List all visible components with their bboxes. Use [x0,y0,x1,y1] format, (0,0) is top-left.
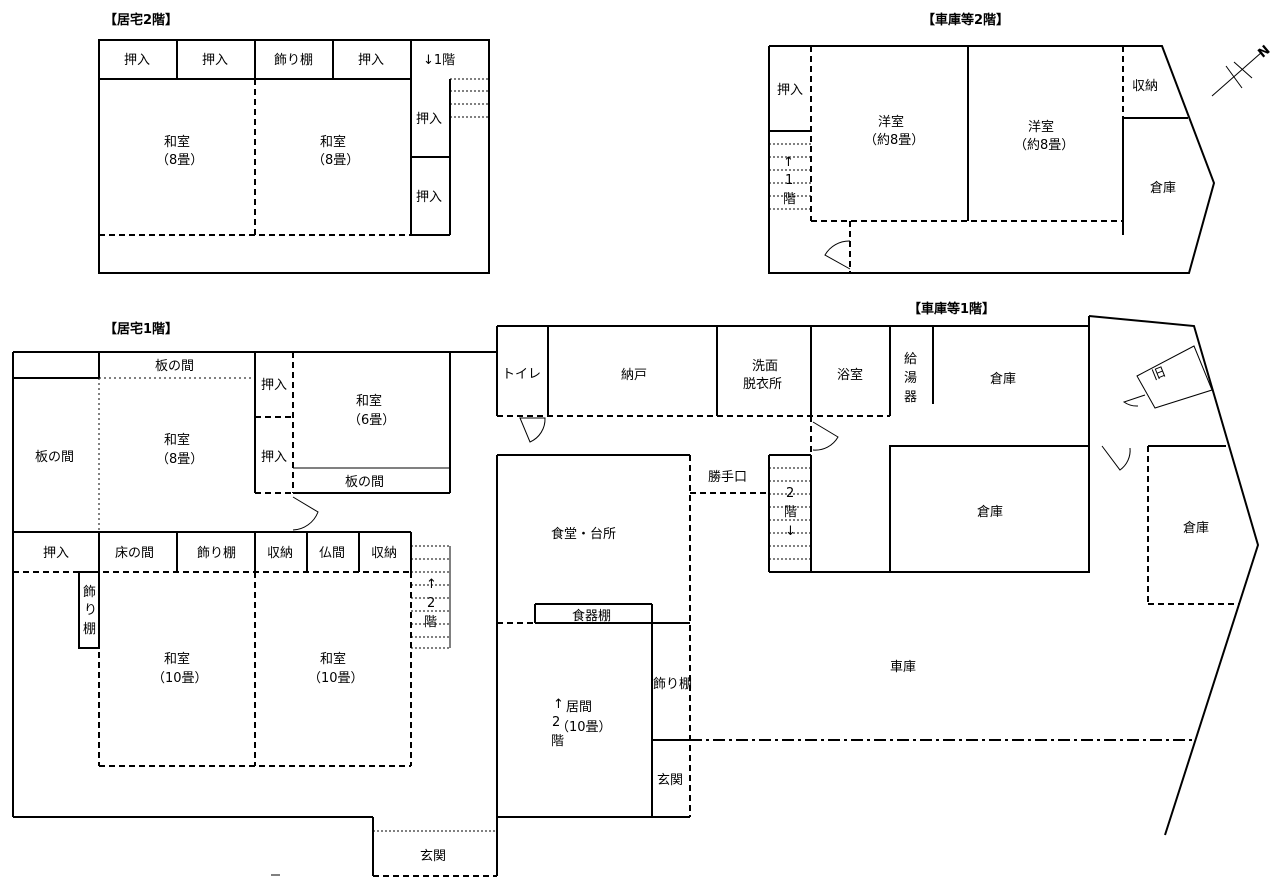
h1-closet-c: 押入 [43,546,69,561]
h2-room-2-size: （8畳） [312,153,359,168]
g1-bathroom: 浴室 [837,367,863,383]
north-compass-icon: N [1211,43,1273,97]
h2-alcove-shelf: 飾り棚 [274,53,313,68]
h1-living-name: 居間 [566,700,592,715]
g1-toilet: トイレ [502,367,541,382]
h1-stair-kai: 階 [424,615,437,630]
g1-stair-2: 2 [786,486,794,501]
h1-room-10b-name: 和室 [320,651,346,667]
g2-closet: 押入 [777,83,803,98]
g1-warehouse-2: 倉庫 [977,505,1003,520]
g1-boiler-1: 給 [904,352,917,367]
g1-boiler-2: 湯 [904,371,917,386]
title-garage-1f: 【車庫等1階】 [908,301,995,317]
g1-garage: 車庫 [890,660,916,675]
h1-tokonoma: 床の間 [115,546,154,561]
title-home-1f: 【居宅1階】 [104,321,178,337]
h1-dining-kitchen: 食堂・台所 [551,526,616,542]
g2-stair-1: 1 [785,173,793,188]
g2-western-2-size: （約8畳） [1014,138,1074,153]
h2-closet-2: 押入 [202,53,228,68]
garage-1f-plan [496,315,1260,836]
h2-to-1f-label: ↓1階 [423,53,455,68]
h1-closet-b: 押入 [261,450,287,465]
h1-room-6-size: （6畳） [348,413,395,428]
g2-stair-kai: 階 [783,192,796,207]
g1-boiler-3: 器 [904,390,917,405]
g1-warehouse-1: 倉庫 [990,372,1016,387]
h1-closet-a: 押入 [261,378,287,393]
h1-dish-cabinet: 食器棚 [572,608,611,624]
h1-stair-2: 2 [427,596,435,611]
h2-closet-right-1: 押入 [416,112,442,127]
h1-room-10a-size: （10畳） [152,671,208,686]
h1-living-2: 2 [552,715,560,730]
title-garage-2f: 【車庫等2階】 [922,12,1009,28]
h1-butsuma: 仏間 [319,546,345,561]
h1-shelf-v3: 棚 [83,622,96,637]
h1-room-10a-name: 和室 [164,651,190,667]
h1-storage-1: 収納 [267,546,293,561]
h2-room-2-name: 和室 [320,134,346,150]
g2-warehouse: 倉庫 [1150,181,1176,196]
h1-wood-room-right: 板の間 [345,475,384,490]
h1-living-arrow: ↑ [553,697,564,712]
h1-living-kai: 階 [551,734,564,749]
h2-room-1-size: （8畳） [156,153,203,168]
h1-shelf-v2: り [84,603,97,618]
garage-2f-plan [768,45,1216,274]
g1-stair-kai: 階 [784,505,797,520]
h1-stair-arrow: ↑ [426,577,437,592]
home-1f-plan [12,351,691,877]
h1-room-8-size: （8畳） [156,452,203,467]
h1-shelf-side: 飾り棚 [653,677,692,692]
g1-back-door: 勝手口 [708,470,747,485]
north-label: N [1255,43,1273,61]
h2-closet-1: 押入 [124,53,150,68]
g2-stair-arrow: ↑ [783,155,794,170]
h2-room-1-name: 和室 [164,134,190,150]
g1-storeroom: 納戸 [621,368,647,383]
home-2f-plan [98,39,490,274]
h1-shelf-v1: 飾 [83,585,96,600]
h1-storage-2: 収納 [371,546,397,561]
g1-warehouse-3: 倉庫 [1183,521,1209,536]
h1-alcove-shelf: 飾り棚 [197,546,236,561]
g1-washroom-1: 洗面 [752,359,778,374]
h1-wood-room-left: 板の間 [35,450,74,465]
g1-old-label: 旧 [1150,365,1168,384]
g1-stair-arrow: ↓ [785,524,796,539]
h1-entrance: 玄関 [420,849,446,864]
g2-western-1-size: （約8畳） [864,133,924,148]
h1-room-10b-size: （10畳） [308,671,364,686]
h1-room-8-name: 和室 [164,432,190,448]
h1-entrance-2: 玄関 [657,773,683,788]
h2-closet-right-2: 押入 [416,190,442,205]
h1-wood-room-top: 板の間 [155,359,194,374]
g1-washroom-2: 脱衣所 [743,376,782,392]
h2-closet-3: 押入 [358,53,384,68]
g2-western-2-name: 洋室 [1028,119,1054,135]
h1-room-6-name: 和室 [356,393,382,409]
h1-living-size: （10畳） [556,720,612,735]
title-home-2f: 【居宅2階】 [104,12,178,28]
g2-western-1-name: 洋室 [878,114,904,130]
g2-storage: 収納 [1132,79,1158,94]
